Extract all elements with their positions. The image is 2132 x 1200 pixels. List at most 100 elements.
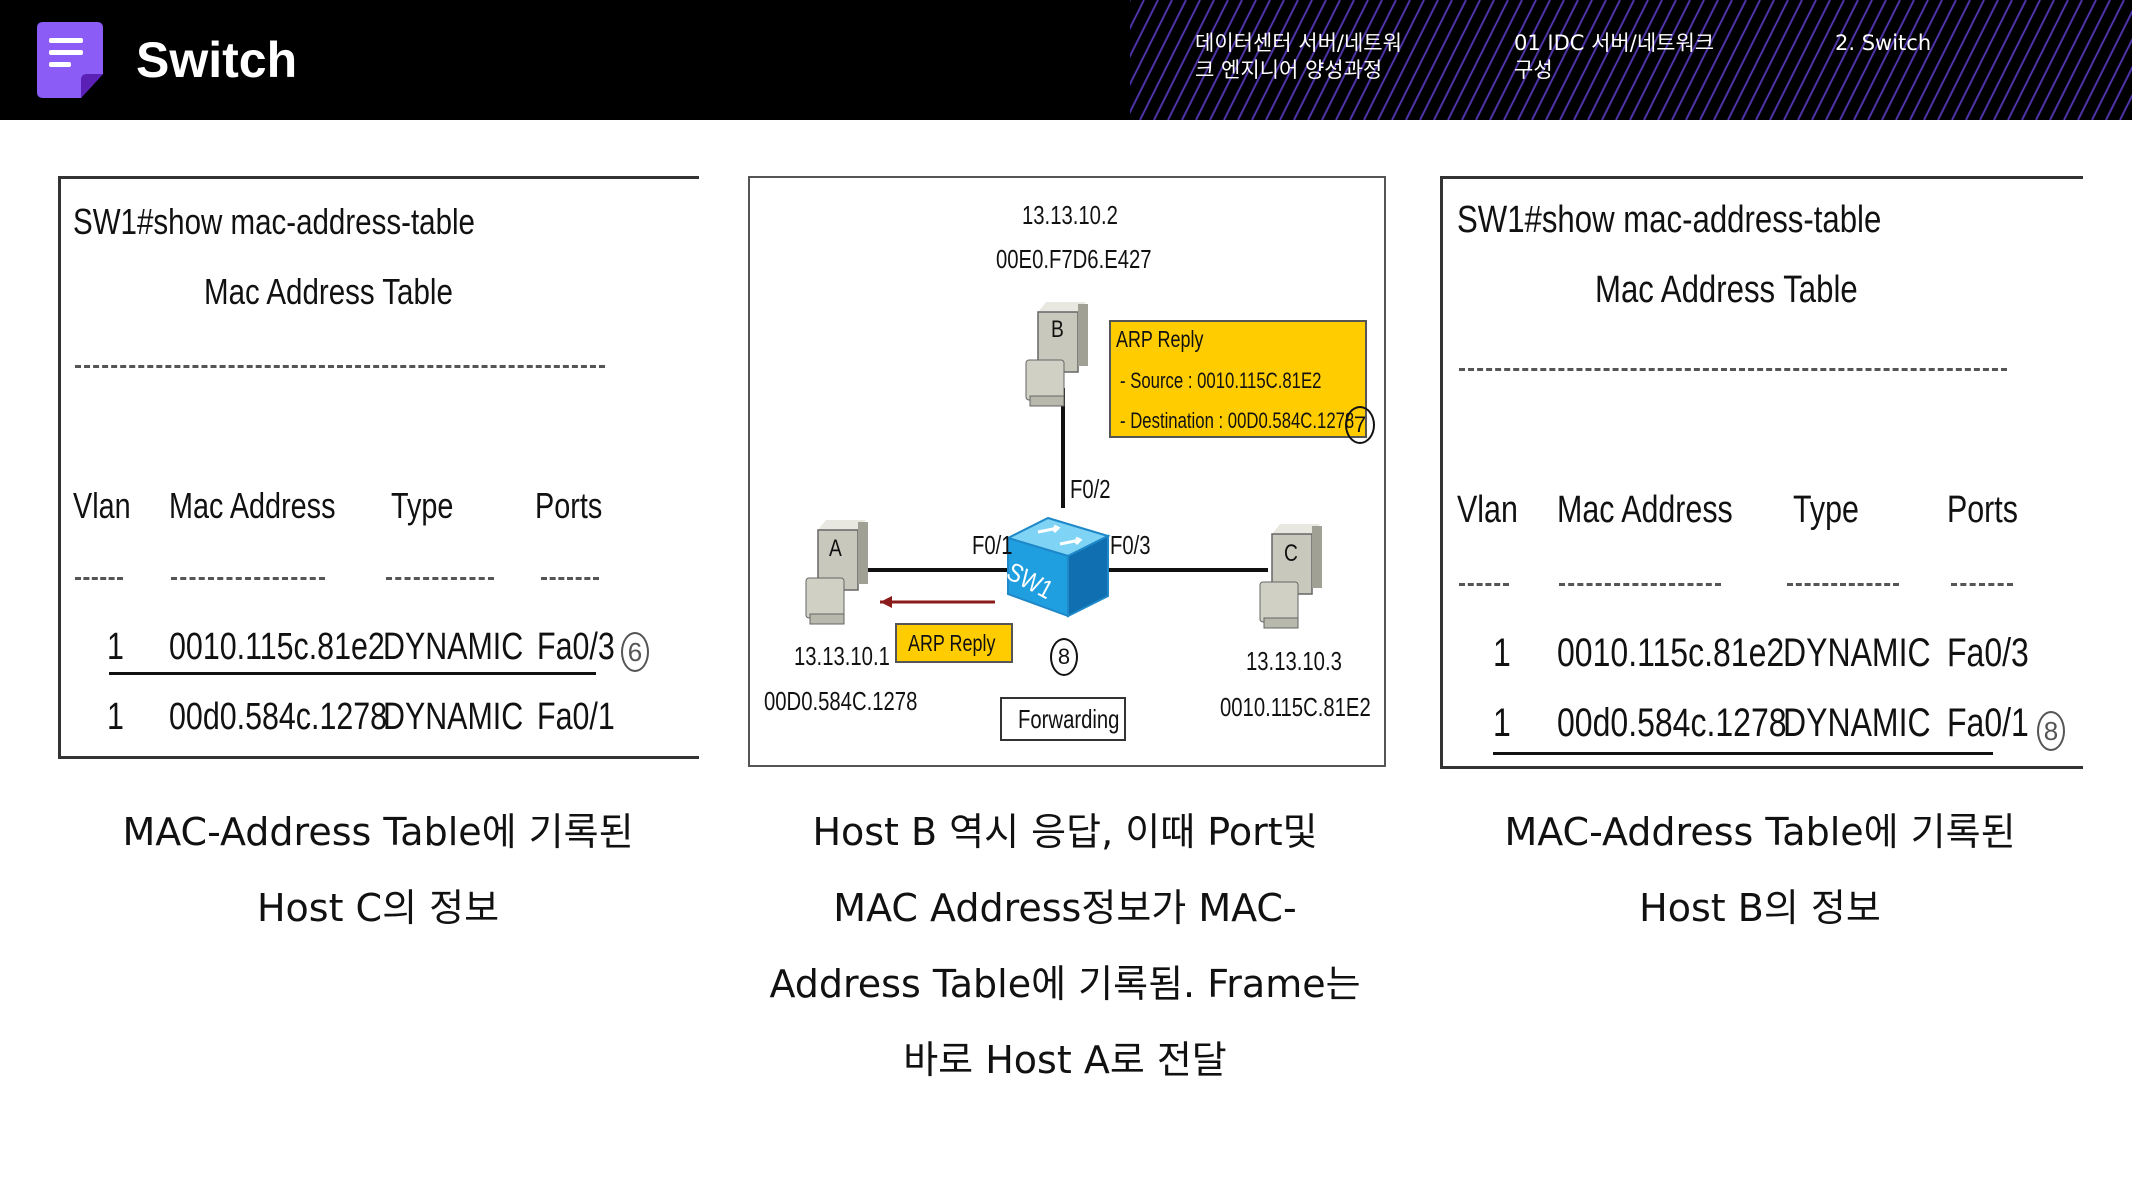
header-stripe bbox=[1979, 0, 2041, 120]
header-stripe bbox=[1573, 0, 1635, 120]
page-title: Switch bbox=[136, 32, 298, 88]
cell-mac: 00d0.584c.1278 bbox=[169, 696, 388, 738]
host-c-ip: 13.13.10.3 bbox=[1246, 646, 1342, 676]
header-stripe bbox=[1181, 0, 1243, 120]
col-header-ports: Ports bbox=[1947, 489, 2018, 531]
header-stripe bbox=[1237, 0, 1299, 120]
header-stripe bbox=[1531, 0, 1593, 120]
host-c-mac: 0010.115C.81E2 bbox=[1220, 692, 1371, 722]
cell-mac: 0010.115c.81e2 bbox=[169, 626, 385, 668]
header-stripe bbox=[1139, 0, 1201, 120]
col-header-mac: Mac Address bbox=[169, 485, 336, 526]
header-stripe bbox=[1130, 0, 1187, 115]
divider bbox=[75, 365, 605, 368]
header-stripe bbox=[1839, 0, 1901, 120]
header-bar: Switch 데이터센터 서버/네트워 크 엔지니어 양성과정 01 IDC 서… bbox=[0, 0, 2132, 120]
network-diagram bbox=[805, 302, 1367, 741]
command-text: SW1#show mac-address-table bbox=[73, 201, 475, 242]
header-stripe bbox=[1167, 0, 1229, 120]
header-stripe bbox=[1130, 0, 1173, 87]
header-stripe bbox=[1699, 0, 1761, 120]
caption-line: MAC-Address Table에 기록된 bbox=[122, 810, 634, 854]
cell-type: DYNAMIC bbox=[1783, 631, 1931, 675]
header-stripe bbox=[1293, 0, 1355, 120]
header-stripe bbox=[2021, 0, 2083, 120]
cell-type: DYNAMIC bbox=[1783, 701, 1931, 745]
col-divider-ports bbox=[541, 577, 599, 580]
header-stripe bbox=[1811, 0, 1873, 120]
col-header-vlan: Vlan bbox=[1457, 489, 1518, 531]
header-stripe bbox=[1783, 0, 1845, 120]
header-stripe bbox=[1587, 0, 1649, 120]
cell-mac: 00d0.584c.1278 bbox=[1557, 701, 1787, 745]
header-stripe bbox=[1615, 0, 1677, 120]
cell-vlan: 1 bbox=[1493, 631, 1511, 675]
header-stripe bbox=[1377, 0, 1439, 120]
cell-type: DYNAMIC bbox=[383, 696, 524, 738]
caption-middle: Host B 역시 응답, 이때 Port및 MAC Address정보가 MA… bbox=[740, 794, 1390, 1098]
host-a-pc-icon bbox=[805, 520, 868, 625]
header-stripe bbox=[1307, 0, 1369, 120]
header-stripe bbox=[1993, 0, 2055, 120]
header-stripe bbox=[1475, 0, 1537, 120]
header-stripe bbox=[1153, 0, 1215, 120]
header-stripe bbox=[1265, 0, 1327, 120]
header-stripe bbox=[1965, 0, 2027, 120]
document-logo-icon bbox=[37, 22, 103, 98]
command-text: SW1#show mac-address-table bbox=[1457, 199, 1882, 241]
col-divider-mac bbox=[171, 577, 325, 580]
header-stripe bbox=[1867, 0, 1929, 120]
table-title: Mac Address Table bbox=[1595, 269, 1858, 311]
step-marker: 8 bbox=[2037, 711, 2065, 751]
arp-reply-box bbox=[1109, 320, 1367, 438]
step-marker: 8 bbox=[1050, 638, 1078, 676]
arp-reply-tag bbox=[895, 623, 1013, 663]
header-stripe bbox=[1251, 0, 1313, 120]
port-label-f01: F0/1 bbox=[972, 530, 1013, 560]
header-stripe bbox=[2105, 65, 2132, 120]
header-stripes bbox=[1130, 0, 2132, 120]
breadcrumb-chapter[interactable]: 01 IDC 서버/네트워크 구성 bbox=[1514, 31, 1715, 82]
header-stripe bbox=[1405, 0, 1467, 120]
host-b-mac: 00E0.F7D6.E427 bbox=[996, 244, 1152, 274]
header-stripe bbox=[1853, 0, 1915, 120]
header-stripe bbox=[1643, 0, 1705, 120]
col-divider-type bbox=[1787, 583, 1899, 586]
header-stripe bbox=[1489, 0, 1551, 120]
header-stripe bbox=[1363, 0, 1425, 120]
header-stripe bbox=[1657, 0, 1719, 120]
header-stripe bbox=[1685, 0, 1747, 120]
caption-line: MAC Address정보가 MAC- bbox=[833, 886, 1297, 930]
breadcrumb-section[interactable]: 2. Switch bbox=[1835, 31, 1932, 55]
header-stripe bbox=[1769, 0, 1831, 120]
cell-vlan: 1 bbox=[107, 626, 124, 668]
port-label-f02: F0/2 bbox=[1070, 474, 1111, 504]
header-stripe bbox=[1433, 0, 1495, 120]
header-stripe bbox=[1335, 0, 1397, 120]
cell-port: Fa0/1 bbox=[537, 696, 615, 738]
host-a-mac: 00D0.584C.1278 bbox=[764, 686, 918, 716]
header-stripe bbox=[1881, 0, 1943, 120]
caption-line: Host B의 정보 bbox=[1639, 886, 1881, 930]
header-stripe bbox=[2119, 93, 2132, 120]
host-c-pc-icon bbox=[1259, 524, 1322, 629]
header-stripe bbox=[1545, 0, 1607, 120]
cell-port: Fa0/3 bbox=[1947, 631, 2029, 675]
header-stripe bbox=[2035, 0, 2097, 120]
breadcrumb-course[interactable]: 데이터센터 서버/네트워 크 엔지니어 양성과정 bbox=[1195, 31, 1402, 82]
header-stripe bbox=[1130, 0, 1159, 59]
header-stripe bbox=[1321, 0, 1383, 120]
header-stripe bbox=[1209, 0, 1271, 120]
port-label-f03: F0/3 bbox=[1110, 530, 1151, 560]
header-stripe bbox=[1629, 0, 1691, 120]
network-diagram-panel: 13.13.10.2 00E0.F7D6.E427 B ARP Reply - … bbox=[748, 176, 1386, 767]
host-a-ip: 13.13.10.1 bbox=[794, 641, 890, 671]
header-stripe bbox=[1461, 0, 1523, 120]
header-stripe bbox=[2063, 0, 2125, 120]
header-stripe bbox=[2077, 9, 2132, 120]
header-stripe bbox=[1279, 0, 1341, 120]
cell-vlan: 1 bbox=[107, 696, 124, 738]
switch-icon bbox=[1005, 516, 1111, 618]
step-marker: 6 bbox=[621, 632, 649, 672]
header-stripe bbox=[1727, 0, 1789, 120]
